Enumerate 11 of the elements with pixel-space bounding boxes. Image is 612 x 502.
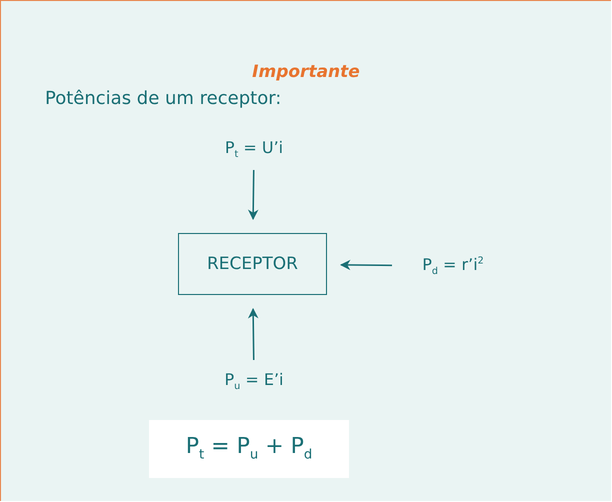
receptor-box [178,233,327,295]
equation-text: P$_{t}$ = P$_{u}$ + P$_{d}$ [186,434,312,464]
arrow [340,260,392,270]
box-label: RECEPTOR [207,254,298,274]
heading: Importante [251,62,361,82]
arrow [248,308,258,360]
arrow [248,170,258,220]
formula-text: P$_{t}$ = U’i [224,138,284,160]
formula-text: P$_{d}$ = r’i$^{2}$ [422,254,484,278]
subheading: Potências de um receptor: [45,88,282,109]
formula-text: P$_{u}$ = E’i [224,370,284,392]
